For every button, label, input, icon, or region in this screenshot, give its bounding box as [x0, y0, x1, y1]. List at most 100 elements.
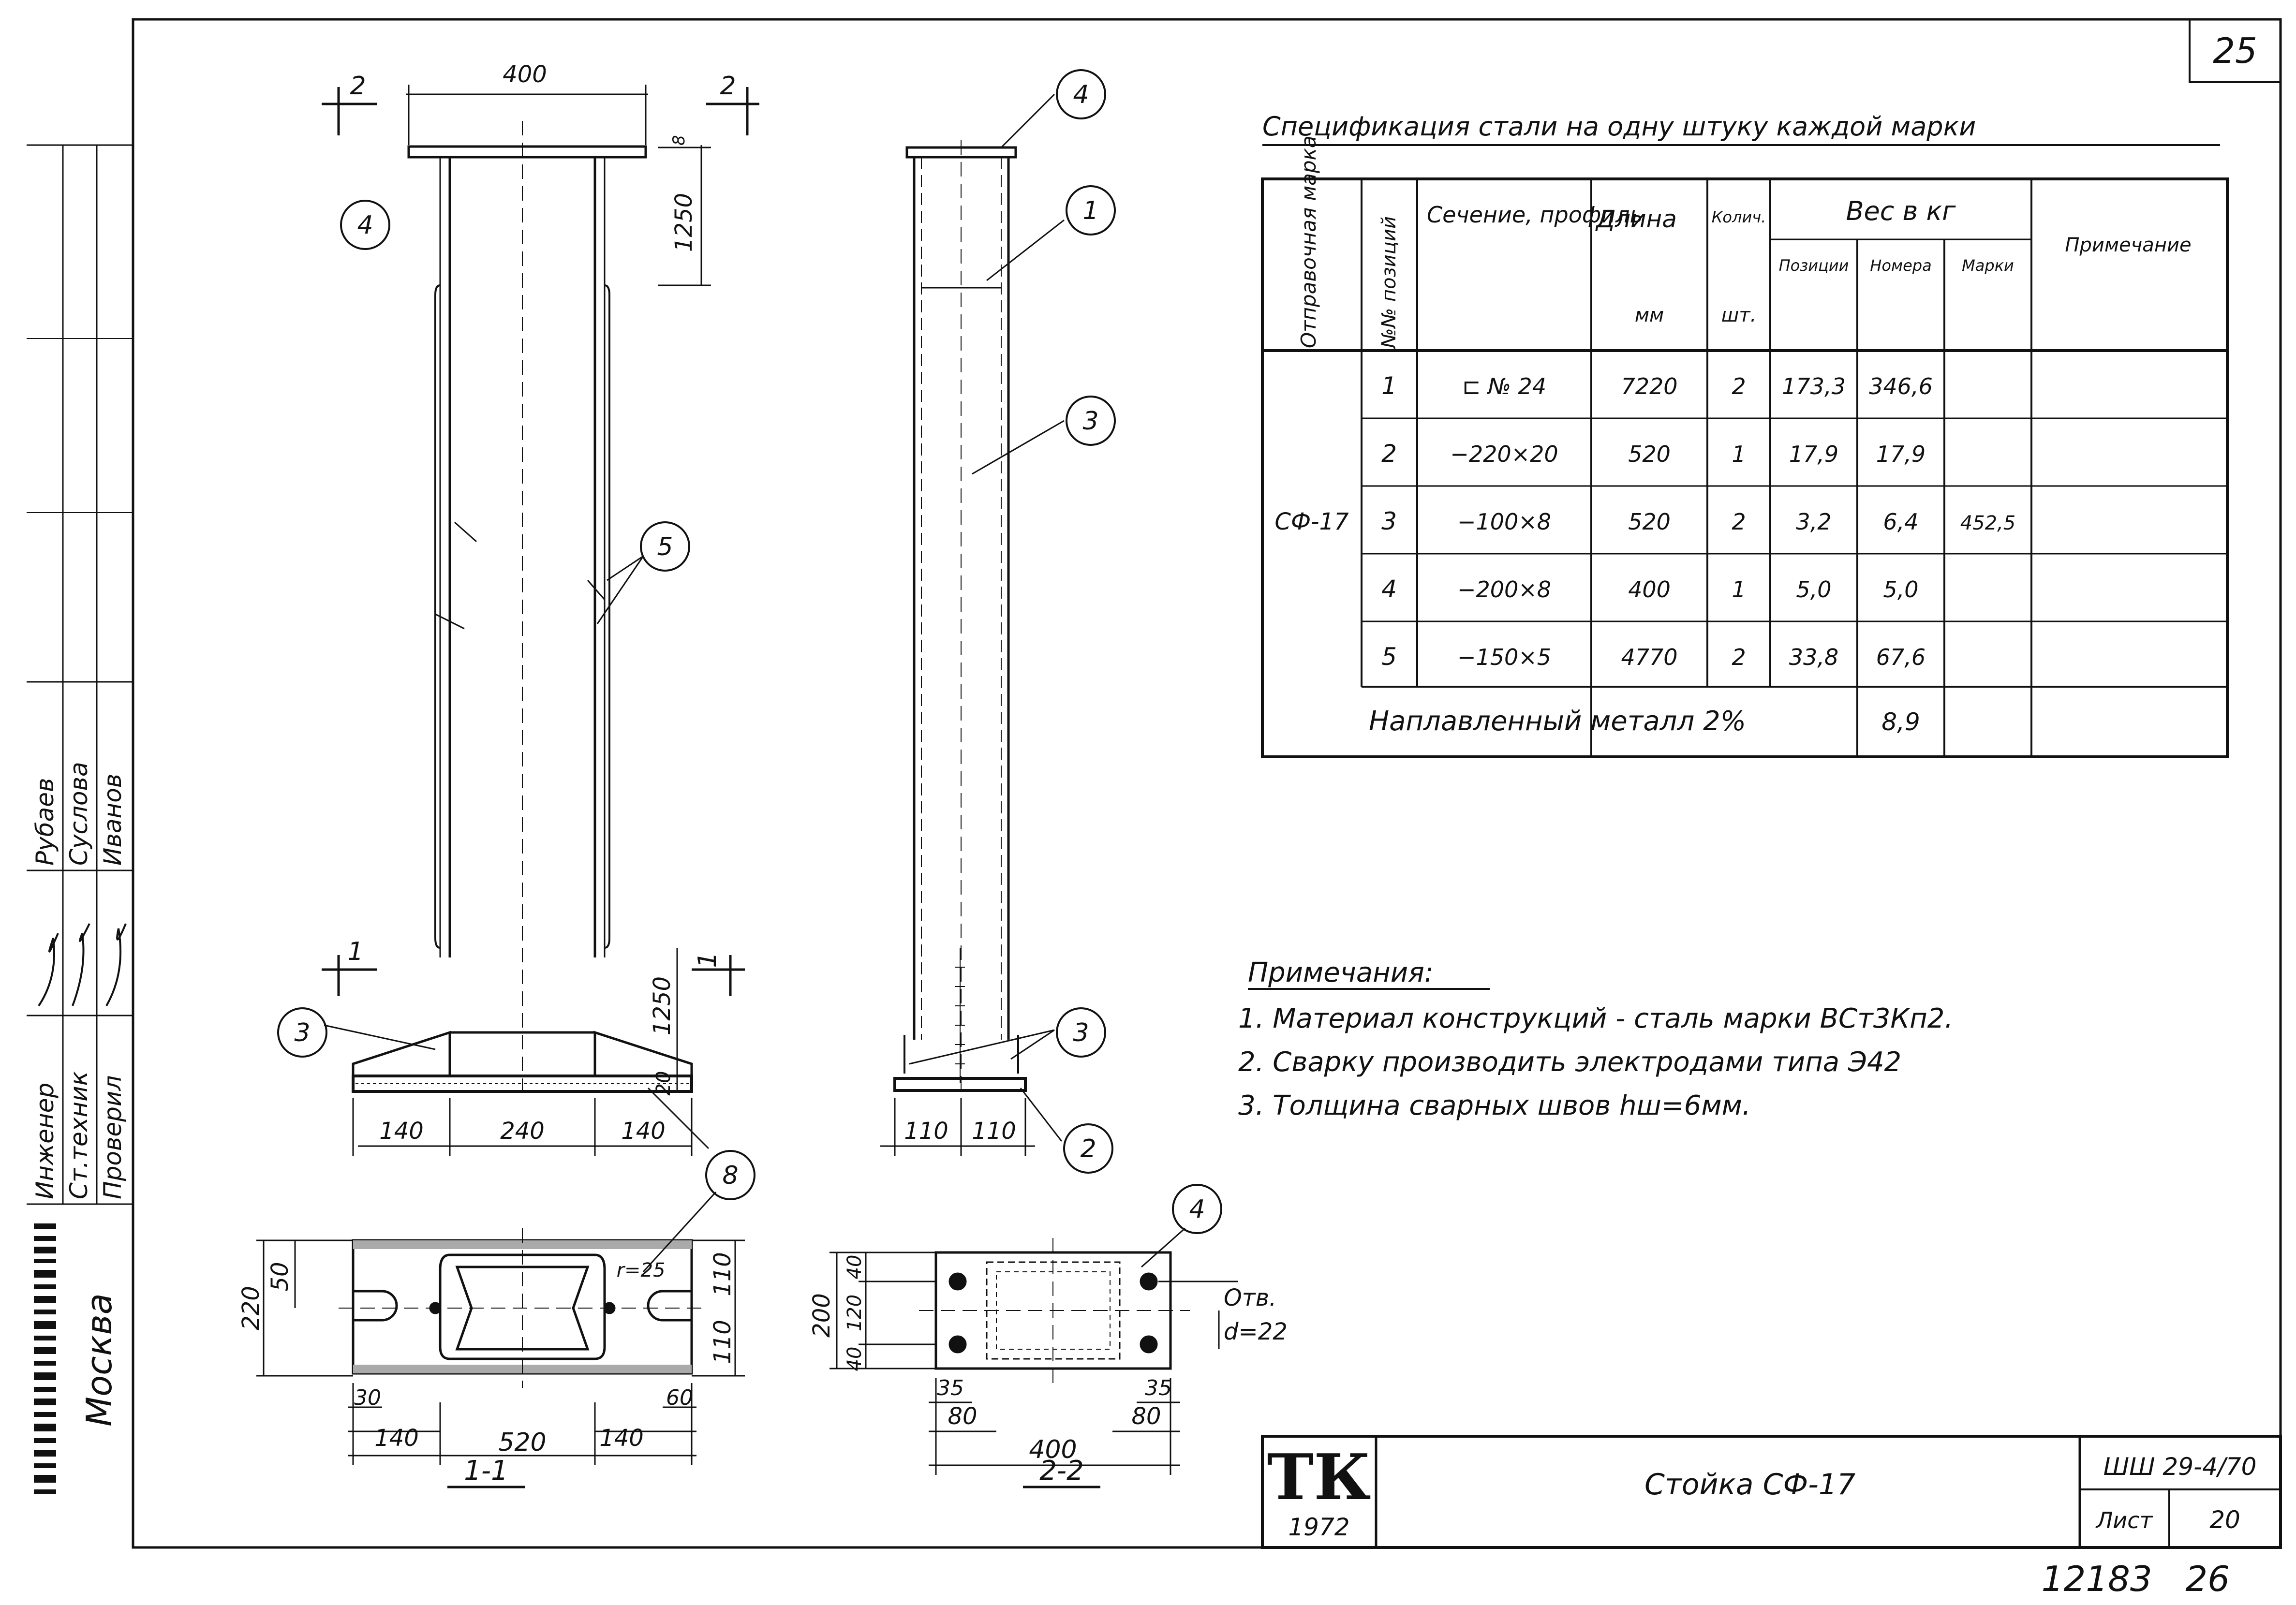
front-view	[352, 121, 693, 1093]
section-1-1-label: 1-1	[464, 1455, 508, 1487]
dim-s11-110-top: 110	[709, 1252, 736, 1296]
spec-row3-pos: 3	[1381, 507, 1397, 535]
callout-3-side-bottom: 3	[1073, 1018, 1089, 1047]
spec-header-section: Сечение, профиль	[1427, 202, 1643, 228]
signature-role-2: Ст.техник	[65, 1071, 93, 1199]
signature-name-3: Иванов	[99, 774, 127, 866]
dim-s11-110-bottom: 110	[709, 1320, 736, 1364]
spec-row2-length: 520	[1628, 441, 1671, 467]
spec-row2-pos: 2	[1381, 440, 1397, 468]
dim-cap-thickness: 8	[669, 135, 689, 146]
signature-role-1: Инженер	[31, 1083, 59, 1199]
org-city: Москва	[79, 1293, 119, 1427]
signature-name-2: Суслова	[65, 762, 93, 866]
spec-row2-qty: 1	[1732, 441, 1746, 467]
dim-side-110-left: 110	[904, 1118, 948, 1145]
note-1: 1. Материал конструкций - сталь марки ВС…	[1238, 1003, 1953, 1034]
dim-s11-220: 220	[237, 1286, 265, 1330]
spec-w-mark-total: 452,5	[1960, 512, 2016, 534]
spec-row1-length: 7220	[1621, 373, 1677, 399]
dim-s11-30: 30	[354, 1385, 381, 1410]
spec-row5-qty: 2	[1732, 644, 1746, 670]
spec-row5-w-num: 67,6	[1876, 644, 1926, 670]
dim-front-140-left: 140	[379, 1118, 424, 1145]
dim-top-1250: 1250	[670, 193, 697, 252]
title-year: 1972	[1288, 1513, 1349, 1541]
dim-s22-400: 400	[1029, 1435, 1077, 1464]
dim-side-110-right: 110	[972, 1118, 1016, 1145]
spec-row4-w-num: 5,0	[1883, 576, 1918, 603]
spec-row4-length: 400	[1628, 576, 1671, 603]
spec-row5-length: 4770	[1621, 644, 1677, 670]
spec-header-note: Примечание	[2065, 234, 2191, 256]
callout-4-front: 4	[357, 211, 373, 240]
dim-s22-40-top: 40	[844, 1255, 866, 1280]
spec-row3-qty: 2	[1732, 509, 1746, 535]
spec-row5-pos: 5	[1381, 643, 1397, 671]
spec-row4-qty: 1	[1732, 576, 1746, 603]
callout-1-side: 1	[1082, 196, 1098, 225]
callout-4-side: 4	[1073, 80, 1089, 109]
spec-row1-w-pos: 173,3	[1782, 373, 1846, 399]
side-callouts: 4 1 3 3 2	[1056, 69, 1116, 1174]
spec-row3-section: −100×8	[1457, 509, 1551, 535]
notes-title: Примечания:	[1248, 957, 1434, 988]
spec-row3-w-num: 6,4	[1883, 509, 1918, 535]
spec-header-mark: Отправочная марка	[1297, 135, 1320, 348]
title-sheet-label: Лист	[2095, 1507, 2153, 1533]
spec-table	[1261, 177, 2229, 758]
note-2: 2. Сварку производить электродами типа Э…	[1238, 1046, 1901, 1078]
title-code: ШШ 29-4/70	[2103, 1453, 2257, 1481]
s11-radius: r=25	[617, 1259, 666, 1281]
spec-weld-label: Наплавленный металл 2%	[1369, 706, 1746, 737]
spec-row2-w-num: 17,9	[1876, 441, 1926, 467]
callout-3-side: 3	[1082, 407, 1098, 436]
note-3: 3. Толщина сварных швов hш=6мм.	[1238, 1090, 1751, 1121]
spec-header-w-pos: Позиции	[1779, 256, 1849, 275]
signature-name-1: Рубаев	[31, 778, 59, 866]
section-2-2-label: 2-2	[1039, 1455, 1083, 1487]
front-view-dimensions	[322, 85, 759, 1156]
dim-s22-40-bottom: 40	[844, 1347, 866, 1371]
bottom-numbers: 12183 26	[2042, 1559, 2230, 1599]
spec-header-qty: Колич.	[1712, 208, 1766, 226]
handwritten-signature-2	[72, 923, 90, 1006]
dim-s22-35-right: 35	[1145, 1376, 1172, 1400]
title-block	[1261, 1435, 2282, 1549]
spec-weld-value: 8,9	[1881, 708, 1920, 736]
spec-row1-qty: 2	[1732, 373, 1746, 399]
dim-s11-520: 520	[498, 1428, 546, 1457]
side-view-dimensions	[880, 93, 1065, 1156]
dim-s22-80-right: 80	[1131, 1403, 1161, 1430]
handwritten-signature-1	[38, 933, 59, 1007]
dim-front-140-right: 140	[621, 1118, 666, 1145]
section-mark-1-left: 1	[347, 937, 363, 966]
section-mark-1-right: 1	[693, 952, 722, 968]
page-number: 25	[2213, 30, 2257, 71]
callout-5-front: 5	[657, 532, 673, 561]
spec-header-w-num: Номера	[1870, 256, 1931, 275]
dim-base-thickness: 20	[652, 1071, 675, 1096]
spec-row3-w-pos: 3,2	[1796, 509, 1831, 535]
signature-role-3: Проверил	[99, 1075, 127, 1199]
spec-row4-section: −200×8	[1457, 576, 1551, 603]
section-mark-2-right: 2	[720, 72, 736, 101]
dim-s22-35-left: 35	[937, 1376, 964, 1400]
callout-circle-s22	[1172, 1184, 1222, 1234]
s22-hole-label: Отв.	[1224, 1284, 1276, 1311]
spec-header-pos: №№ позиций	[1378, 216, 1400, 349]
spec-row2-w-pos: 17,9	[1789, 441, 1838, 467]
dim-front-width: 400	[503, 61, 547, 88]
dim-bottom-1250: 1250	[649, 976, 676, 1035]
section-1-1	[339, 1228, 706, 1388]
dim-s11-140-right: 140	[599, 1425, 644, 1452]
sheet-frame	[132, 18, 2282, 1549]
callout-8-front: 8	[722, 1161, 738, 1190]
dim-s22-80-left: 80	[948, 1403, 977, 1430]
spec-header-length-unit: мм	[1635, 304, 1664, 326]
dim-front-240: 240	[500, 1118, 545, 1145]
callout-2-side: 2	[1080, 1134, 1096, 1163]
dim-s11-60: 60	[666, 1385, 693, 1410]
dim-s11-140-left: 140	[374, 1425, 419, 1452]
